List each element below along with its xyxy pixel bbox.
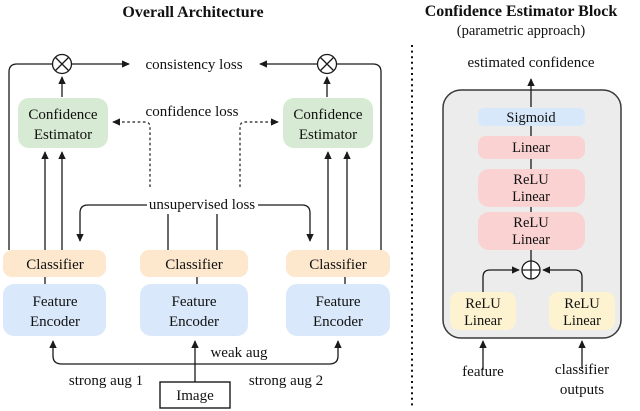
confidence-estimator-box-left	[18, 98, 108, 148]
overall-architecture-panel: Overall Architecture consistency loss Co…	[3, 4, 390, 409]
sigmoid-label: Sigmoid	[506, 110, 556, 126]
feature-encoder-right-line2: Encoder	[313, 314, 363, 330]
multiply-icon-left	[51, 53, 73, 75]
dashed-arrow-confidence-loss-left	[112, 118, 151, 187]
loop-left-classifier-to-multiply	[8, 63, 52, 250]
classifier-input-label-line2: outputs	[560, 382, 604, 398]
image-label: Image	[176, 388, 214, 404]
strong-aug-2-label: strong aug 2	[249, 373, 323, 389]
classifier-box-right	[286, 250, 390, 277]
feature-encoder-box-right	[286, 284, 390, 336]
relu-linear-box-2	[478, 212, 585, 250]
feature-encoder-left-line2: Encoder	[30, 314, 80, 330]
relu-linear-2-line2: Linear	[512, 232, 550, 248]
consistency-loss-label: consistency loss	[145, 57, 242, 73]
confidence-loss-label: confidence loss	[146, 104, 239, 120]
relu-linear-2-line1: ReLU	[513, 215, 549, 231]
linear-label: Linear	[512, 140, 550, 156]
classifier-input-label-line1: classifier	[555, 362, 609, 378]
confidence-estimator-block-panel: Confidence Estimator Block (parametric a…	[425, 3, 622, 398]
classifier-box-left	[3, 250, 106, 277]
feature-branch-box	[450, 292, 516, 330]
feature-encoder-box-middle	[140, 284, 248, 336]
sigmoid-box	[478, 108, 585, 126]
image-box	[159, 381, 231, 409]
weak-aug-label: weak aug	[210, 345, 268, 361]
confidence-estimator-right-line2: Estimator	[299, 127, 357, 143]
feature-branch-line1: ReLU	[465, 296, 501, 312]
linear-box	[478, 136, 585, 159]
arrow-unsupervised-to-classifier-left	[76, 204, 147, 242]
arrow-image-to-encoder-left	[49, 340, 194, 365]
confidence-estimator-left-line2: Estimator	[34, 127, 92, 143]
multiply-icon-right	[316, 53, 338, 75]
classifier-branch-box	[549, 292, 615, 330]
classifier-branch-line2: Linear	[563, 313, 601, 329]
loop-right-classifier-to-multiply	[337, 63, 382, 250]
dashed-arrow-confidence-loss-right	[239, 118, 279, 187]
arrow-classifier-branch-to-plus	[542, 266, 583, 292]
estimated-confidence-label: estimated confidence	[467, 55, 594, 71]
plus-icon	[521, 260, 541, 280]
classifier-label-right: Classifier	[309, 257, 367, 273]
feature-encoder-middle-line2: Encoder	[169, 314, 219, 330]
right-panel-title: Confidence Estimator Block	[425, 3, 618, 20]
relu-linear-1-line1: ReLU	[513, 172, 549, 188]
feature-encoder-box-left	[3, 284, 106, 336]
feature-encoder-left-line1: Feature	[33, 294, 78, 310]
relu-linear-box-1	[478, 169, 585, 207]
feature-input-label: feature	[462, 364, 504, 380]
strong-aug-1-label: strong aug 1	[69, 373, 143, 389]
arrow-unsupervised-to-classifier-right	[258, 204, 314, 242]
multiply-icon-cross	[55, 57, 69, 71]
relu-linear-1-line2: Linear	[512, 189, 550, 205]
classifier-label-left: Classifier	[26, 257, 84, 273]
classifier-box-middle	[140, 250, 248, 277]
left-panel-title: Overall Architecture	[122, 4, 263, 21]
unsupervised-loss-label: unsupervised loss	[149, 197, 255, 213]
feature-branch-line2: Linear	[464, 313, 502, 329]
feature-encoder-right-line1: Feature	[316, 294, 361, 310]
confidence-estimator-right-line1: Confidence	[293, 107, 362, 123]
right-panel-subtitle: (parametric approach)	[457, 23, 586, 39]
classifier-label-middle: Classifier	[165, 257, 223, 273]
confidence-estimator-left-line1: Confidence	[28, 107, 97, 123]
plus-icon-cross	[522, 261, 540, 279]
feature-encoder-middle-line1: Feature	[172, 294, 217, 310]
arrow-image-to-encoder-right	[194, 340, 342, 365]
classifier-branch-line1: ReLU	[564, 296, 600, 312]
multiply-icon-cross	[320, 57, 334, 71]
confidence-estimator-box-right	[283, 98, 373, 148]
arrow-feature-branch-to-plus	[482, 266, 520, 292]
